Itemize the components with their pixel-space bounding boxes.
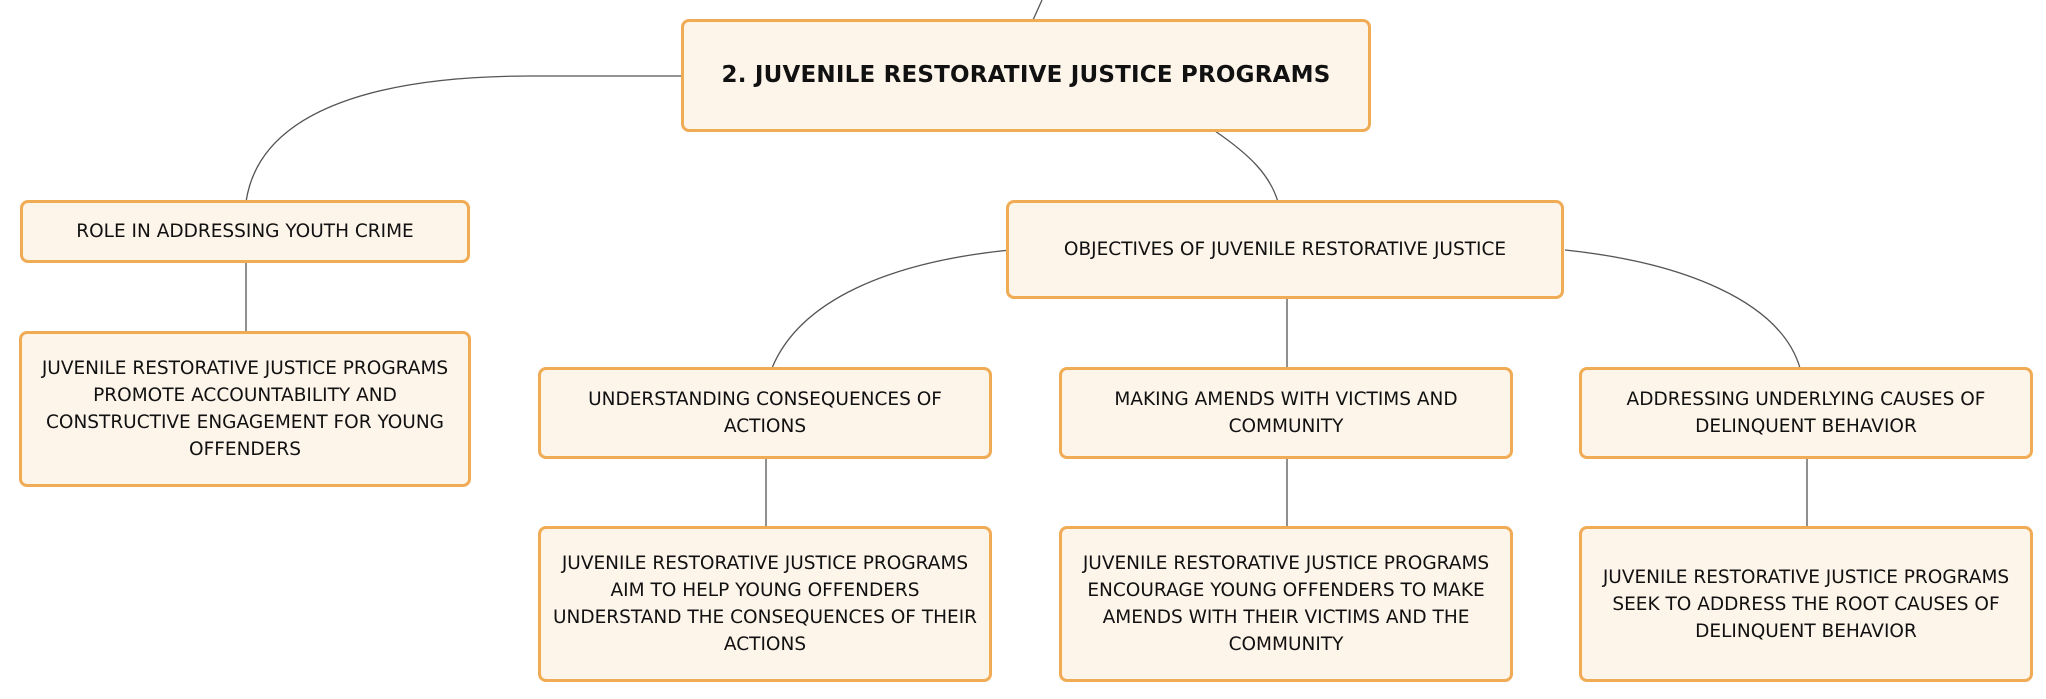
objectives-node[interactable]: OBJECTIVES OF JUVENILE RESTORATIVE JUSTI… (1006, 200, 1564, 299)
addressing-causes-node[interactable]: ADDRESSING UNDERLYING CAUSES OF DELINQUE… (1579, 367, 2033, 459)
making-amends-detail-node[interactable]: JUVENILE RESTORATIVE JUSTICE PROGRAMS EN… (1059, 526, 1513, 682)
connector-root-to-role (245, 75, 685, 203)
root-topic-node[interactable]: 2. JUVENILE RESTORATIVE JUSTICE PROGRAMS (681, 19, 1371, 132)
connector-objectives-to-understanding (771, 249, 1011, 369)
understanding-consequences-node[interactable]: UNDERSTANDING CONSEQUENCES OF ACTIONS (538, 367, 992, 459)
role-detail-node[interactable]: JUVENILE RESTORATIVE JUSTICE PROGRAMS PR… (19, 331, 471, 487)
connector-objectives-to-causes (1564, 249, 1801, 369)
addressing-causes-detail-node[interactable]: JUVENILE RESTORATIVE JUSTICE PROGRAMS SE… (1579, 526, 2033, 682)
understanding-consequences-detail-node[interactable]: JUVENILE RESTORATIVE JUSTICE PROGRAMS AI… (538, 526, 992, 682)
connector-root-to-objectives (1214, 130, 1279, 203)
role-node[interactable]: ROLE IN ADDRESSING YOUTH CRIME (20, 200, 470, 263)
connector-parent-to-root (1032, 0, 1043, 21)
making-amends-node[interactable]: MAKING AMENDS WITH VICTIMS AND COMMUNITY (1059, 367, 1513, 459)
